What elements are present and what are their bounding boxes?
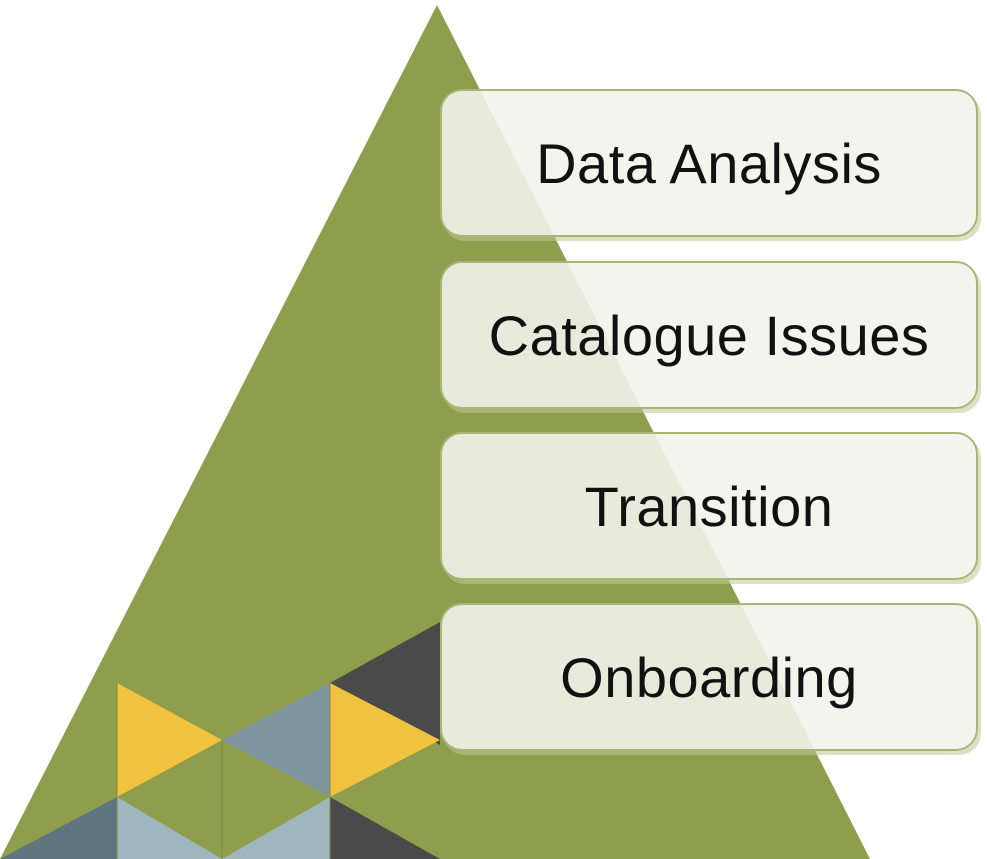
pattern-yellow-triangle-1: [117, 683, 222, 797]
level-label-transition: Transition: [584, 474, 834, 538]
level-box-onboarding: Onboarding: [440, 603, 978, 751]
pattern-light-blue-triangle: [117, 797, 222, 859]
pattern-dark-triangle-bottom: [330, 797, 440, 859]
pattern-dark-triangle-top: [330, 622, 440, 745]
pattern-gray-blue-triangle: [222, 683, 330, 797]
pattern-yellow-triangle-2: [330, 683, 440, 797]
level-label-data-analysis: Data Analysis: [536, 131, 882, 195]
level-label-catalogue-issues: Catalogue Issues: [488, 303, 930, 367]
pattern-light-blue-triangle-2: [222, 797, 330, 859]
level-box-catalogue-issues: Catalogue Issues: [440, 261, 978, 409]
level-box-transition: Transition: [440, 432, 978, 580]
level-label-onboarding: Onboarding: [560, 645, 858, 709]
pattern-slate-triangle: [0, 797, 117, 859]
geometric-pattern: [0, 622, 440, 859]
level-box-data-analysis: Data Analysis: [440, 89, 978, 237]
